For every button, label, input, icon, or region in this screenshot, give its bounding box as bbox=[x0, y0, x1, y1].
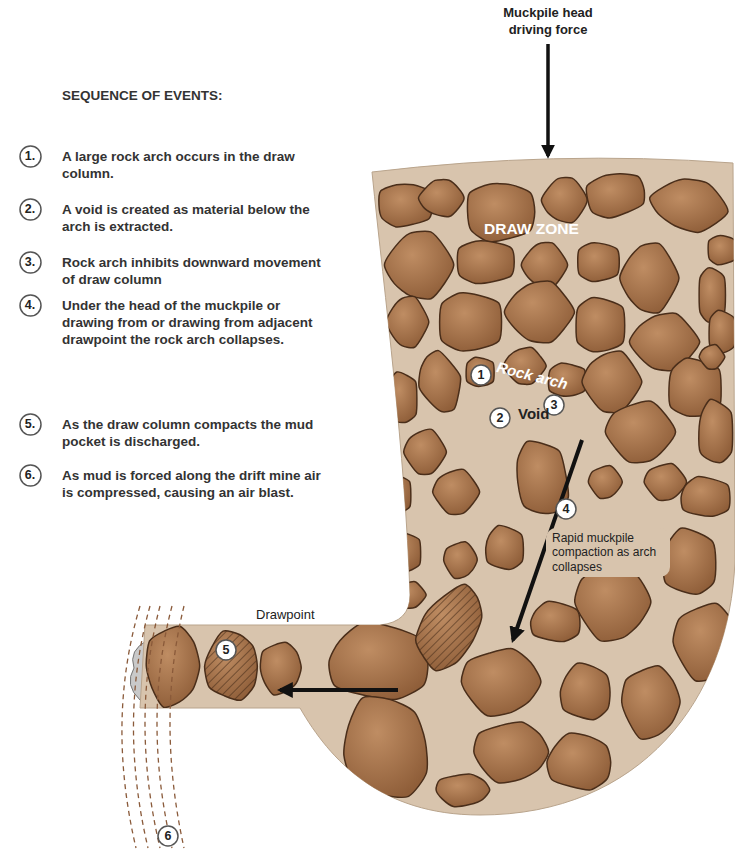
rock bbox=[681, 476, 730, 516]
callout-number: 2 bbox=[489, 407, 511, 429]
event-text: A large rock arch occurs in the draw col… bbox=[62, 148, 324, 182]
rock bbox=[394, 582, 426, 609]
rock bbox=[387, 532, 421, 571]
rock bbox=[560, 663, 610, 720]
drawpoint-label: Drawpoint bbox=[256, 606, 315, 623]
rock bbox=[622, 666, 680, 740]
rock bbox=[650, 179, 728, 232]
rock bbox=[381, 474, 411, 513]
rock bbox=[588, 466, 622, 499]
event-text: A void is created as material below the … bbox=[62, 201, 324, 235]
rock bbox=[387, 372, 417, 423]
rock bbox=[386, 296, 428, 347]
callout-number-text: 5 bbox=[223, 643, 230, 658]
rock bbox=[260, 642, 301, 695]
rock bbox=[436, 774, 490, 807]
rock bbox=[586, 174, 644, 218]
callout-number-text: 3 bbox=[551, 398, 558, 413]
rock bbox=[404, 429, 447, 474]
rock bbox=[699, 399, 733, 462]
callout-number-text: 1 bbox=[478, 368, 485, 383]
callout-number: 4. bbox=[19, 294, 42, 317]
callout-number-text: 6. bbox=[25, 468, 35, 483]
rock bbox=[644, 463, 687, 500]
rock bbox=[440, 293, 502, 351]
rock bbox=[344, 697, 428, 798]
rock bbox=[486, 525, 524, 569]
force-label: Muckpile head driving force bbox=[483, 4, 613, 38]
rock bbox=[146, 626, 199, 707]
rock bbox=[418, 180, 464, 217]
mud-hatching bbox=[205, 631, 258, 701]
callout-number-text: 4 bbox=[563, 502, 570, 517]
callout-number-text: 2 bbox=[497, 411, 504, 426]
rock bbox=[582, 351, 642, 413]
callout-number: 5 bbox=[215, 639, 237, 661]
rock bbox=[605, 401, 675, 463]
air-blast-lines bbox=[122, 606, 184, 848]
rock bbox=[466, 357, 494, 386]
rock bbox=[457, 241, 514, 284]
driving-force-arrow bbox=[546, 44, 550, 156]
rock bbox=[578, 243, 620, 282]
callout-number-text: 4. bbox=[25, 298, 35, 313]
rock bbox=[673, 603, 735, 681]
rock bbox=[444, 542, 478, 579]
rock bbox=[419, 351, 461, 412]
callout-number-text: 3. bbox=[25, 255, 35, 270]
callout-number: 1 bbox=[470, 364, 492, 386]
rock bbox=[576, 298, 625, 352]
callout-number: 6 bbox=[157, 825, 179, 847]
event-text: As mud is forced along the drift mine ai… bbox=[62, 467, 324, 501]
rock bbox=[504, 281, 574, 343]
event-text: Rock arch inhibits downward movement of … bbox=[62, 254, 324, 288]
callout-number-text: 2. bbox=[25, 202, 35, 217]
callout-number: 4 bbox=[555, 498, 577, 520]
callout-number-text: 5. bbox=[25, 417, 35, 432]
rock bbox=[416, 584, 482, 670]
rock bbox=[699, 345, 725, 370]
callout-number: 5. bbox=[19, 413, 42, 436]
callout-number: 1. bbox=[19, 145, 42, 168]
void-label: Void bbox=[518, 405, 549, 422]
rock bbox=[384, 231, 453, 299]
rock bbox=[205, 631, 258, 701]
callout-number: 3. bbox=[19, 251, 42, 274]
callout-text: Rapid muckpile compaction as arch collap… bbox=[552, 531, 664, 574]
rock bbox=[708, 236, 735, 265]
rock bbox=[541, 178, 587, 223]
discharge-arrow bbox=[280, 688, 398, 692]
callout-number-text: 1. bbox=[25, 149, 35, 164]
rock bbox=[531, 601, 580, 641]
rock bbox=[461, 649, 541, 717]
mud-hatching bbox=[416, 584, 482, 670]
rock bbox=[547, 733, 611, 790]
rock bbox=[329, 623, 428, 700]
rock bbox=[433, 469, 480, 514]
zone-label: DRAW ZONE bbox=[484, 220, 579, 237]
rock bbox=[474, 722, 549, 783]
rock bbox=[663, 528, 716, 594]
callout-number: 6. bbox=[19, 464, 42, 487]
list-heading: SEQUENCE OF EVENTS: bbox=[62, 88, 223, 103]
rock bbox=[620, 243, 679, 313]
callout-box: Rapid muckpile compaction as arch collap… bbox=[546, 528, 670, 577]
event-text: Under the head of the muckpile or drawin… bbox=[62, 297, 324, 348]
callout-number-text: 6 bbox=[165, 829, 172, 844]
event-text: As the draw column compacts the mud pock… bbox=[62, 416, 324, 450]
callout-number: 2. bbox=[19, 198, 42, 221]
